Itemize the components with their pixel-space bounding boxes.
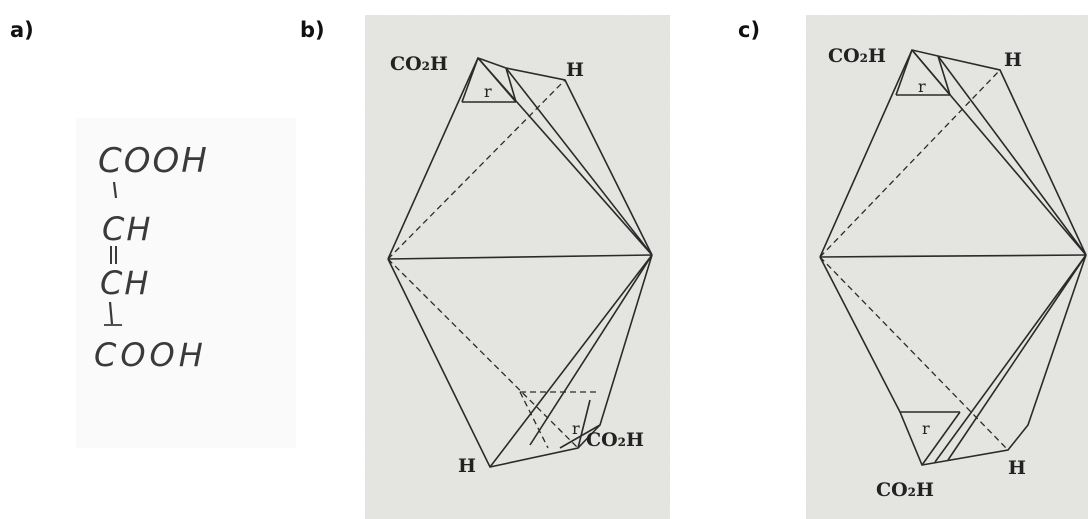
single-bond-top [112, 181, 118, 199]
crystal-c-lower-face-edge [934, 254, 1087, 463]
crystal-c-hidden-lower [819, 256, 1009, 451]
label-c-top-right: H [1004, 49, 1022, 71]
formula-line-ch-2: CH [100, 264, 150, 302]
panel-a-paper [76, 118, 296, 448]
formula-line-cooh-bottom: COOH [94, 336, 207, 374]
single-bond-bottom [108, 301, 114, 325]
label-c-bottom-right: H [1008, 457, 1026, 479]
panel-b: CO₂H H r H CO₂H r [365, 15, 670, 519]
panel-label-c: c) [738, 18, 761, 42]
crystal-b-lower-face-edge-2 [529, 254, 653, 446]
crystal-b [387, 56, 653, 468]
crystal-b-lower-face-edge [489, 254, 653, 468]
crystal-b-hidden-upper [387, 79, 566, 260]
label-c-top-left: CO₂H [828, 45, 886, 67]
crystal-b-top-face-side [477, 57, 517, 103]
panel-c: CO₂H H r CO₂H H r [806, 15, 1088, 519]
crystal-b-top-face-side2 [505, 67, 517, 103]
marker-c-bottom: r [922, 419, 930, 438]
crystal-c-lower-edge [819, 254, 1087, 466]
crystal-b-equator [387, 254, 653, 260]
crystal-c [819, 49, 1087, 466]
panel-c-texture [806, 15, 1088, 519]
panel-label-a: a) [10, 18, 34, 42]
crystal-b-hidden-lower [387, 258, 579, 449]
crystal-c-top-face-side [911, 49, 951, 96]
formula-line-cooh-top: COOH [98, 141, 209, 181]
formula-line-ch-1: CH [102, 210, 152, 248]
marker-b-top: r [484, 82, 492, 101]
panel-a: COOH CH CH COOH [76, 118, 296, 448]
crystal-b-bottom-face-side [577, 399, 591, 449]
label-b-top-left: CO₂H [390, 53, 448, 75]
crystal-c-top-face-side2 [937, 55, 951, 96]
crystal-c-top-face [895, 49, 913, 96]
crystal-b-hidden-edges [387, 79, 600, 449]
crystal-b-hidden-bottom-face-2 [519, 391, 549, 449]
label-c-bottom-left: CO₂H [876, 479, 934, 501]
crystal-c-bottom-face-side [921, 411, 961, 466]
marker-b-bottom: r [572, 419, 580, 438]
panel-label-b: b) [300, 18, 325, 42]
panel-b-texture [365, 15, 670, 519]
label-b-bottom-right: CO₂H [586, 429, 644, 451]
marker-c-top: r [918, 77, 926, 96]
crystal-c-face-edge-2 [937, 55, 1087, 256]
crystal-b-top-face [461, 57, 479, 103]
label-b-bottom-left: H [458, 455, 476, 477]
crystal-c-hidden-edges [819, 69, 1009, 451]
crystal-c-equator [819, 254, 1087, 258]
crystal-c-hidden-upper [819, 69, 1001, 258]
label-b-top-right: H [566, 59, 584, 81]
crystal-b-face-edge-2 [505, 67, 653, 256]
crystal-b-bottom-face [559, 424, 601, 449]
crystal-c-lower-face-edge-2 [947, 254, 1087, 461]
